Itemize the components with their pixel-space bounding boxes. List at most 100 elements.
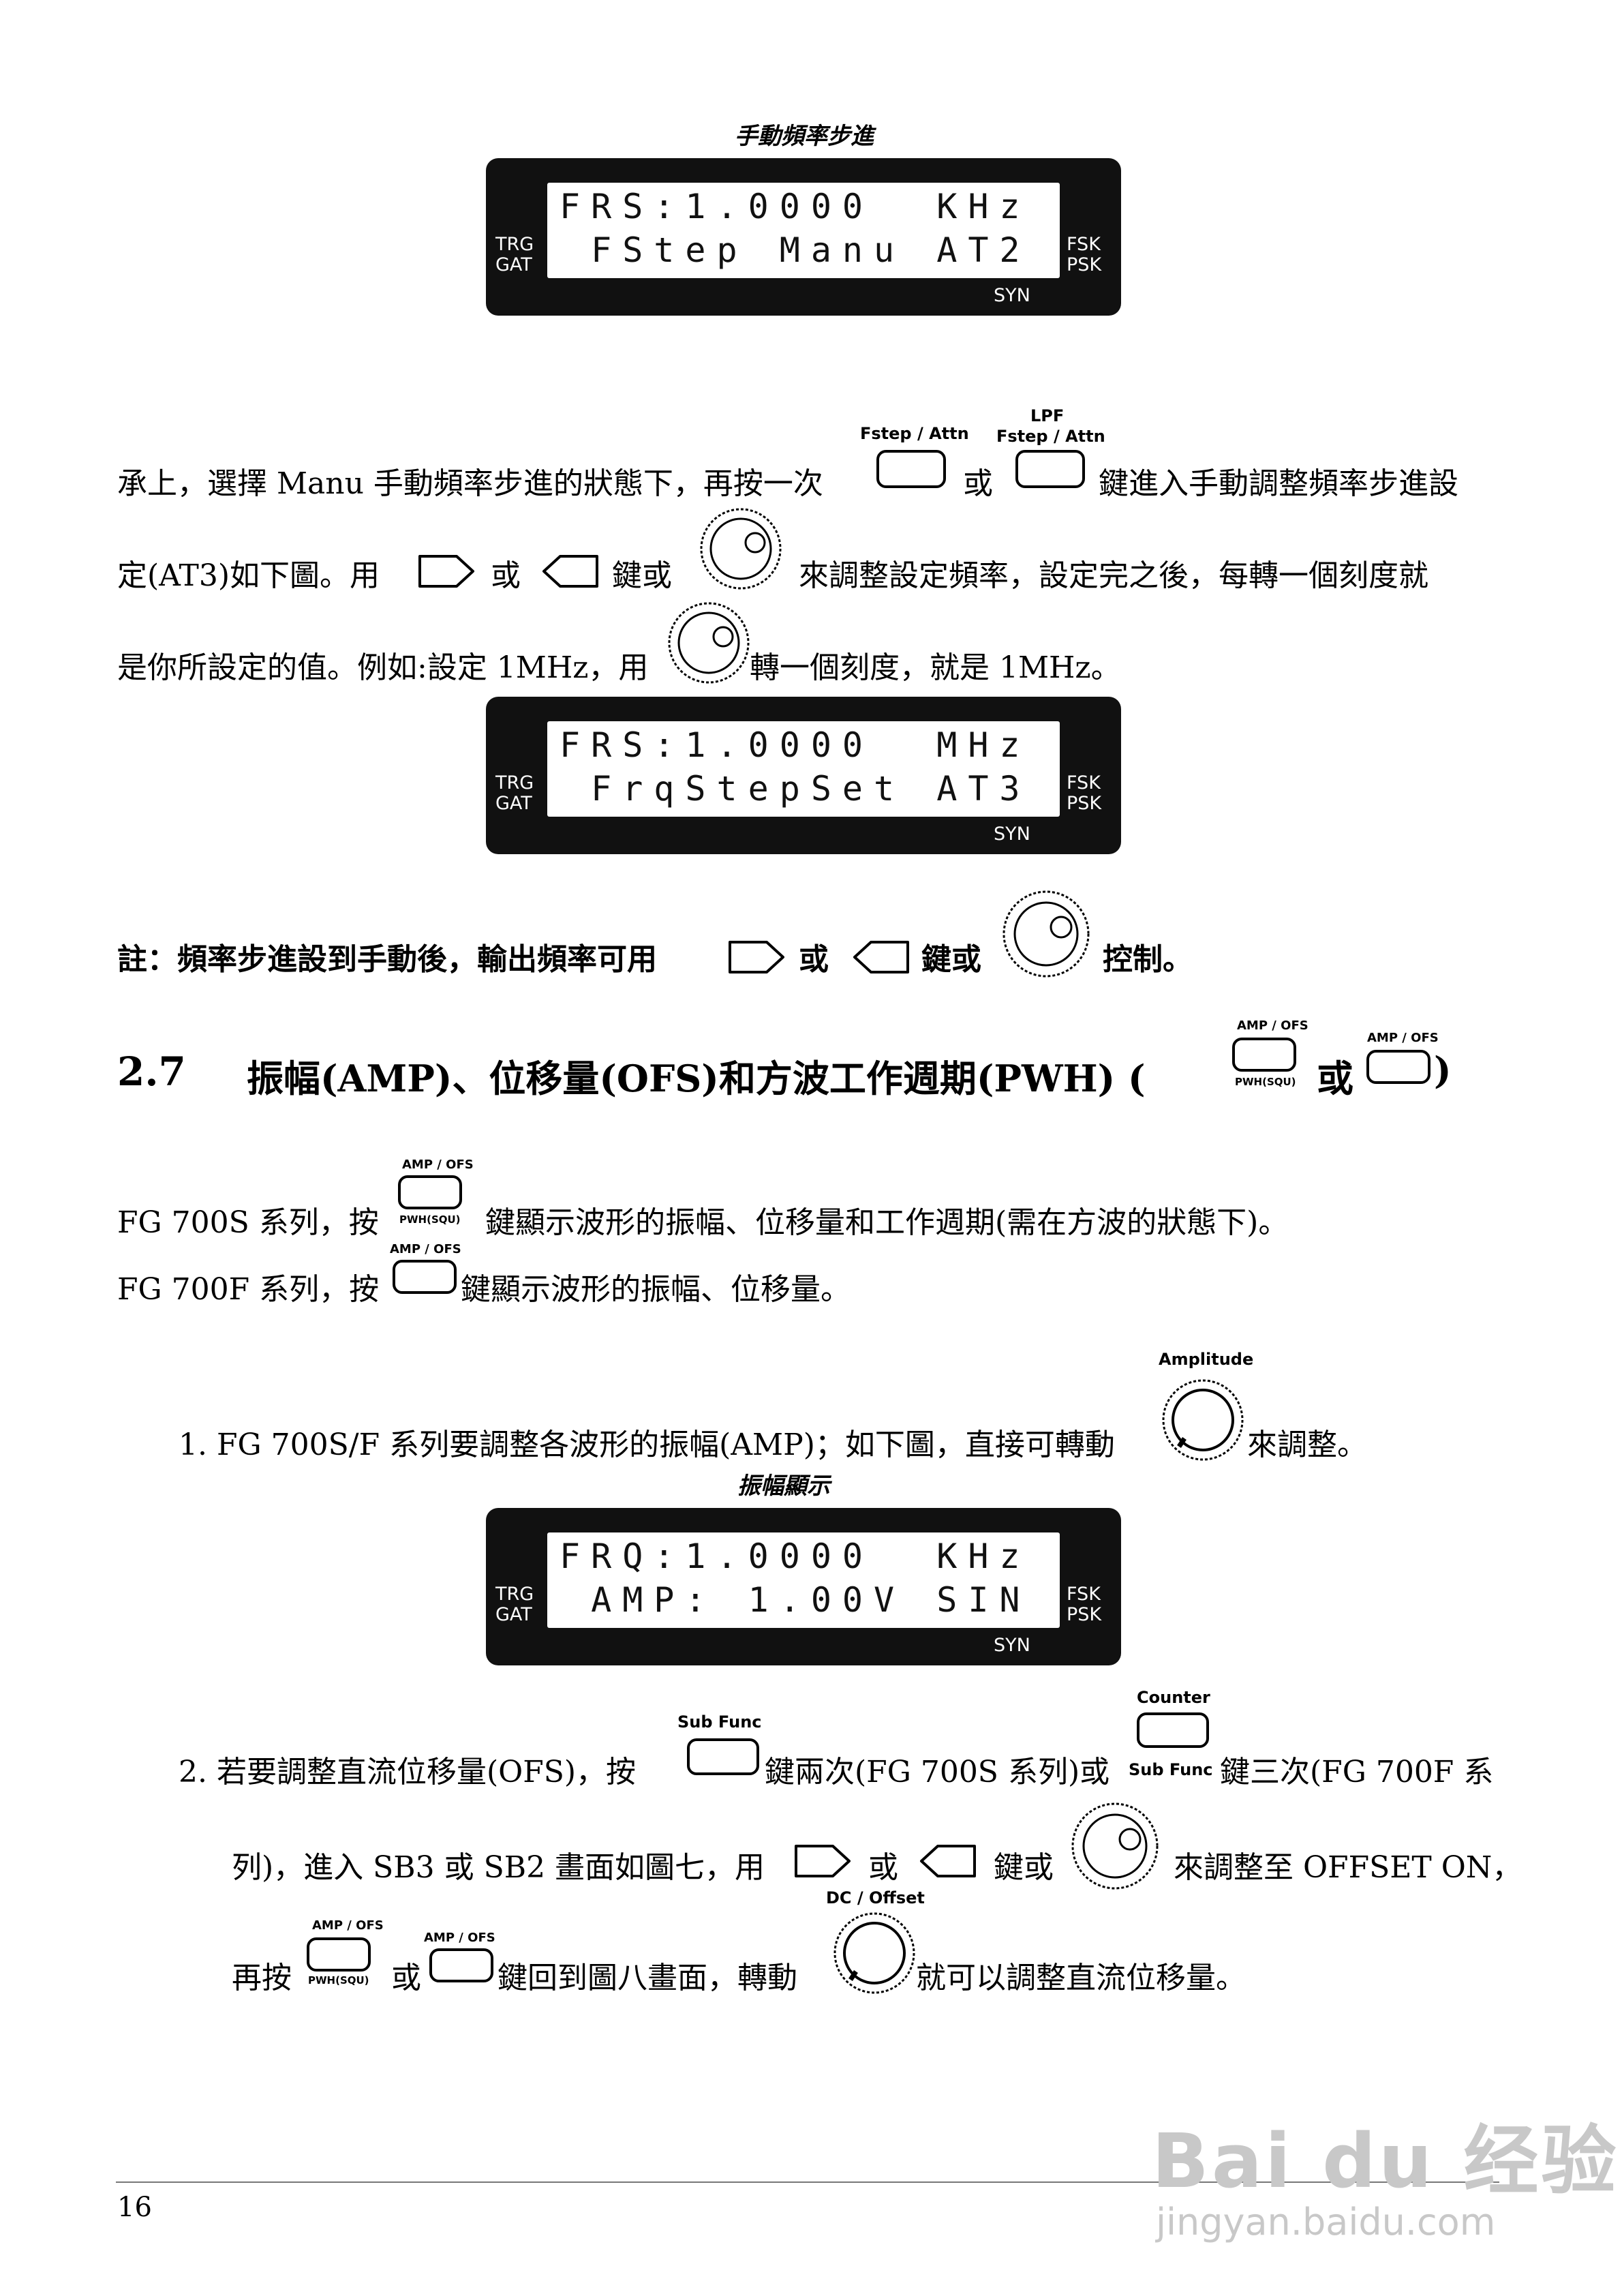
fstep-attn-key xyxy=(876,450,946,488)
pwh-squ-key-label: PWH(SQU) xyxy=(399,1213,461,1226)
item2-or: 或 xyxy=(868,1850,898,1885)
lcd-gat-label: GAT xyxy=(495,1604,532,1625)
item1-text-b: 來調整。 xyxy=(1247,1428,1367,1462)
lcd-fsk-label: FSK xyxy=(1067,234,1101,255)
counter-key-label: Counter xyxy=(1137,1688,1210,1707)
lcd-syn-label: SYN xyxy=(994,1635,1030,1656)
lcd-trg-label: TRG xyxy=(495,772,534,794)
lcd-line-1: FRS:1.0000 KHz xyxy=(560,187,1031,226)
lpf-key-label: LPF xyxy=(1030,406,1065,425)
counter-sub-func-label: Sub Func xyxy=(1129,1760,1213,1779)
fstep-attn-key-label: Fstep / Attn xyxy=(860,424,969,443)
section-number: 2.7 xyxy=(117,1048,186,1095)
para1-text-f: 來調整設定頻率，設定完之後，每轉一個刻度就 xyxy=(799,558,1428,593)
lcd-syn-label: SYN xyxy=(994,824,1030,845)
rotary-knob-icon xyxy=(1003,890,1090,978)
lcd-trg-label: TRG xyxy=(495,1584,534,1605)
item2-text-d: 列)，進入 SB3 或 SB2 畫面如圖七，用 xyxy=(232,1850,765,1885)
page-number: 16 xyxy=(117,2192,152,2223)
right-arrow-key-icon xyxy=(729,941,784,973)
lcd-line-2: FrqStepSet AT3 xyxy=(560,769,1031,809)
lcd-gat-label: GAT xyxy=(495,254,532,275)
amp-ofs-key-label: AMP / OFS xyxy=(402,1158,474,1172)
amp-ofs-pwh-key xyxy=(1232,1038,1296,1072)
lcd-screen: FRS:1.0000 MHz FrqStepSet AT3 xyxy=(547,721,1060,817)
sub-func-key xyxy=(687,1738,759,1775)
right-arrow-key-icon xyxy=(795,1845,851,1877)
para1-text-h: 轉一個刻度，就是 1MHz。 xyxy=(750,650,1121,685)
watermark-url: jingyan.baidu.com xyxy=(1156,2201,1496,2244)
amp-ofs-key xyxy=(1366,1050,1430,1084)
lpf-fstep-attn-key-label: Fstep / Attn xyxy=(996,427,1105,446)
amp-ofs-key-label: AMP / OFS xyxy=(312,1918,384,1933)
caption-manual-step: 手動頻率步進 xyxy=(735,123,874,150)
rotary-knob-icon xyxy=(700,508,782,590)
item1-text-a: 1. FG 700S/F 系列要調整各波形的振幅(AMP)；如下圖，直接可轉動 xyxy=(179,1428,1115,1462)
dc-offset-knob-icon xyxy=(833,1912,915,1994)
amplitude-knob-label: Amplitude xyxy=(1159,1350,1254,1369)
pwh-squ-key-label: PWH(SQU) xyxy=(308,1974,369,1987)
amp-ofs-key-label: AMP / OFS xyxy=(1237,1018,1309,1033)
amp-ofs-key xyxy=(429,1948,493,1982)
note-or: 或 xyxy=(799,942,829,977)
left-arrow-key-icon xyxy=(853,941,909,973)
item2-text-b: 鍵兩次(FG 700S 系列)或 xyxy=(765,1755,1110,1789)
caption-amp-display: 振幅顯示 xyxy=(737,1472,830,1500)
lcd-trg-label: TRG xyxy=(495,234,534,255)
lcd-display-step-set: FRS:1.0000 MHz FrqStepSet AT3 TRG GAT FS… xyxy=(486,697,1121,854)
item2-text-h: 再按 xyxy=(232,1961,292,1995)
rotary-knob-icon xyxy=(1071,1802,1159,1890)
section-or: 或 xyxy=(1317,1057,1353,1100)
counter-key xyxy=(1137,1712,1209,1748)
para1-text-g: 是你所設定的值。例如:設定 1MHz，用 xyxy=(117,650,649,685)
lcd-display-amplitude: FRQ:1.0000 KHz AMP: 1.00V SIN TRG GAT FS… xyxy=(486,1508,1121,1665)
watermark-brand: Bai du 经验 xyxy=(1152,2117,1619,2205)
item2-text-g: 來調整至 OFFSET ON， xyxy=(1174,1850,1522,1885)
lcd-syn-label: SYN xyxy=(994,285,1030,306)
note-text-a: 註：頻率步進設到手動後，輸出頻率可用 xyxy=(117,942,657,977)
rotary-knob-icon xyxy=(668,602,750,684)
lcd-gat-label: GAT xyxy=(495,793,532,814)
footer-divider xyxy=(116,2181,1499,2183)
baidu-watermark: Bai du 经验 jingyan.baidu.com xyxy=(1152,2100,1619,2244)
section-title: 振幅(AMP)、位移量(OFS)和方波工作週期(PWH) ( xyxy=(247,1057,1146,1100)
series-f-text-a: FG 700F 系列，按 xyxy=(117,1272,380,1307)
lcd-line-1: FRS:1.0000 MHz xyxy=(560,725,1031,765)
para1-text-a: 承上，選擇 Manu 手動頻率步進的狀態下，再按一次 xyxy=(117,466,823,501)
item2-or-2: 或 xyxy=(391,1961,421,1995)
lcd-line-1: FRQ:1.0000 KHz xyxy=(560,1537,1031,1576)
section-close-paren: ) xyxy=(1434,1048,1452,1092)
item2-key-or: 鍵或 xyxy=(994,1850,1054,1885)
amp-ofs-key xyxy=(393,1260,457,1294)
dc-offset-knob-label: DC / Offset xyxy=(826,1888,925,1907)
para1-key-or: 鍵或 xyxy=(612,558,672,593)
lcd-screen: FRQ:1.0000 KHz AMP: 1.00V SIN xyxy=(547,1532,1060,1628)
amp-ofs-key-label: AMP / OFS xyxy=(390,1242,461,1256)
para1-or: 或 xyxy=(963,466,993,501)
note-key-or: 鍵或 xyxy=(921,942,981,977)
right-arrow-key-icon xyxy=(418,555,474,588)
item2-text-j: 鍵回到圖八畫面，轉動 xyxy=(498,1961,797,1995)
para1-text-b: 鍵進入手動調整頻率步進設 xyxy=(1099,466,1458,501)
item2-text-c: 鍵三次(FG 700F 系 xyxy=(1220,1755,1494,1789)
lcd-display-manual-step: FRS:1.0000 KHz FStep Manu AT2 TRG GAT FS… xyxy=(486,158,1121,316)
lcd-psk-label: PSK xyxy=(1067,1604,1102,1625)
lcd-psk-label: PSK xyxy=(1067,793,1102,814)
para1-or-2: 或 xyxy=(491,558,521,593)
lcd-line-2: AMP: 1.00V SIN xyxy=(560,1580,1031,1620)
amp-ofs-pwh-key xyxy=(307,1937,371,1972)
lcd-line-2: FStep Manu AT2 xyxy=(560,230,1031,270)
pwh-squ-key-label: PWH(SQU) xyxy=(1235,1076,1296,1088)
lcd-fsk-label: FSK xyxy=(1067,1584,1101,1605)
note-text-d: 控制。 xyxy=(1103,942,1193,977)
amplitude-knob-icon xyxy=(1162,1379,1244,1461)
item2-text-k: 就可以調整直流位移量。 xyxy=(916,1961,1246,1995)
left-arrow-key-icon xyxy=(542,555,598,588)
left-arrow-key-icon xyxy=(920,1845,976,1877)
lpf-fstep-attn-key xyxy=(1015,450,1085,488)
series-s-text-b: 鍵顯示波形的振幅、位移量和工作週期(需在方波的狀態下)。 xyxy=(485,1205,1289,1240)
item2-text-a: 2. 若要調整直流位移量(OFS)，按 xyxy=(179,1755,637,1789)
lcd-psk-label: PSK xyxy=(1067,254,1102,275)
series-s-text-a: FG 700S 系列，按 xyxy=(117,1205,379,1240)
lcd-screen: FRS:1.0000 KHz FStep Manu AT2 xyxy=(547,183,1060,278)
